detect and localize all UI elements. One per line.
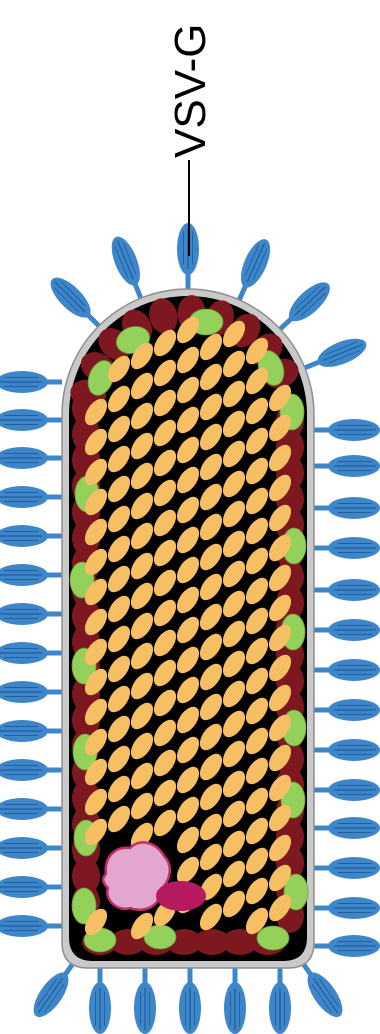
vsv-g-label: VSV-G [166, 24, 215, 159]
glycoprotein-spike-icon [0, 759, 62, 781]
glycoprotein-spike-icon [273, 276, 336, 337]
glycoprotein-spike-icon [0, 409, 62, 431]
glycoprotein-spike-icon [0, 876, 62, 898]
glycoprotein-spike-icon [0, 681, 62, 703]
glycoprotein-spike-icon [0, 603, 62, 625]
glycoprotein-spike-icon [44, 271, 106, 333]
green-protein-icon [257, 926, 289, 950]
glycoprotein-spike-icon [229, 235, 276, 304]
glycoprotein-spike-icon [0, 525, 62, 547]
glycoprotein-spike-icon [314, 739, 380, 761]
glycoprotein-spike-icon [314, 779, 380, 801]
glycoprotein-spike-icon [0, 447, 62, 469]
glycoprotein-spike-icon [314, 619, 380, 641]
glycoprotein-spike-icon [0, 371, 62, 393]
glycoprotein-spike-icon [0, 564, 62, 586]
glycoprotein-spike-icon [0, 642, 62, 664]
glycoprotein-spike-icon [269, 968, 291, 1034]
glycoprotein-spike-icon [224, 968, 246, 1034]
polymerase-small-icon [156, 881, 206, 911]
glycoprotein-spike-icon [0, 720, 62, 742]
glycoprotein-spike-icon [314, 817, 380, 839]
glycoprotein-spike-icon [0, 837, 62, 859]
glycoprotein-spike-icon [134, 968, 156, 1034]
glycoprotein-spike-icon [314, 537, 380, 559]
glycoprotein-spike-icon [89, 968, 111, 1034]
glycoprotein-spike-icon [106, 233, 151, 302]
glycoprotein-spike-icon [314, 455, 380, 477]
glycoprotein-spike-icon [314, 419, 380, 441]
glycoprotein-spike-icon [314, 579, 380, 601]
glycoprotein-spike-icon [0, 915, 62, 937]
glycoprotein-spike-icon [314, 857, 380, 879]
glycoprotein-spike-icon [314, 659, 380, 681]
glycoprotein-spike-icon [0, 798, 62, 820]
glycoprotein-spike-icon [179, 968, 201, 1034]
glycoprotein-spike-icon [301, 333, 370, 378]
glycoprotein-spike-icon [314, 935, 380, 957]
glycoprotein-spike-icon [0, 486, 62, 508]
glycoprotein-spike-icon [314, 699, 380, 721]
glycoprotein-spike-icon [314, 897, 380, 919]
glycoprotein-spike-icon [314, 497, 380, 519]
